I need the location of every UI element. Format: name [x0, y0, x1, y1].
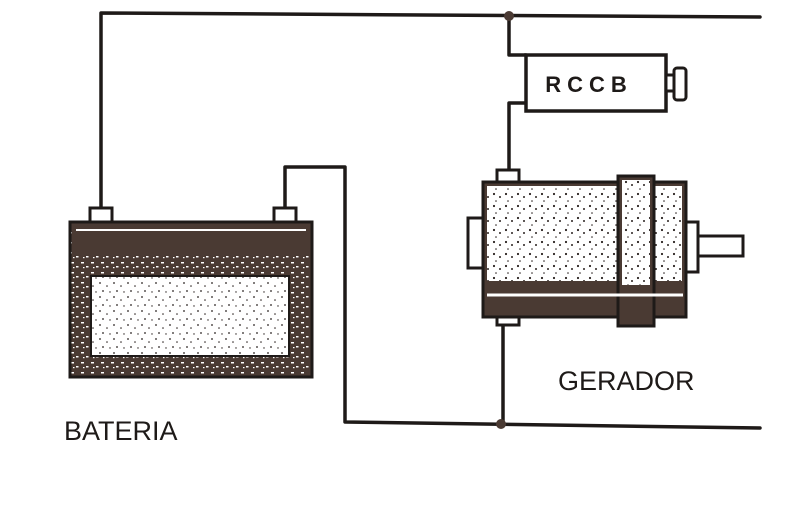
generator-body-left [487, 186, 617, 281]
wire-rccb-top [507, 14, 528, 57]
generator [466, 168, 745, 328]
wire-rccb-bottom [507, 101, 528, 172]
junction-top [504, 11, 514, 21]
rccb-reset-button [672, 66, 688, 102]
wires [99, 11, 762, 430]
wire-battery-negative [283, 165, 762, 430]
rccb-breaker: RCCB [524, 53, 688, 113]
generator-label: GERADOR [558, 366, 695, 396]
rccb-body [524, 53, 668, 113]
battery-terminal-positive [88, 206, 114, 224]
generator-bearing [684, 220, 700, 274]
rccb-label: RCCB [545, 72, 633, 97]
battery-lid [72, 224, 310, 254]
wire-top [99, 11, 762, 215]
generator-shaft [696, 234, 745, 258]
battery-label: BATERIA [64, 416, 178, 446]
battery-terminal-negative [272, 206, 298, 224]
generator-body-right [654, 186, 682, 281]
battery-window [90, 275, 290, 357]
junction-bottom [496, 419, 506, 429]
battery [68, 206, 314, 379]
